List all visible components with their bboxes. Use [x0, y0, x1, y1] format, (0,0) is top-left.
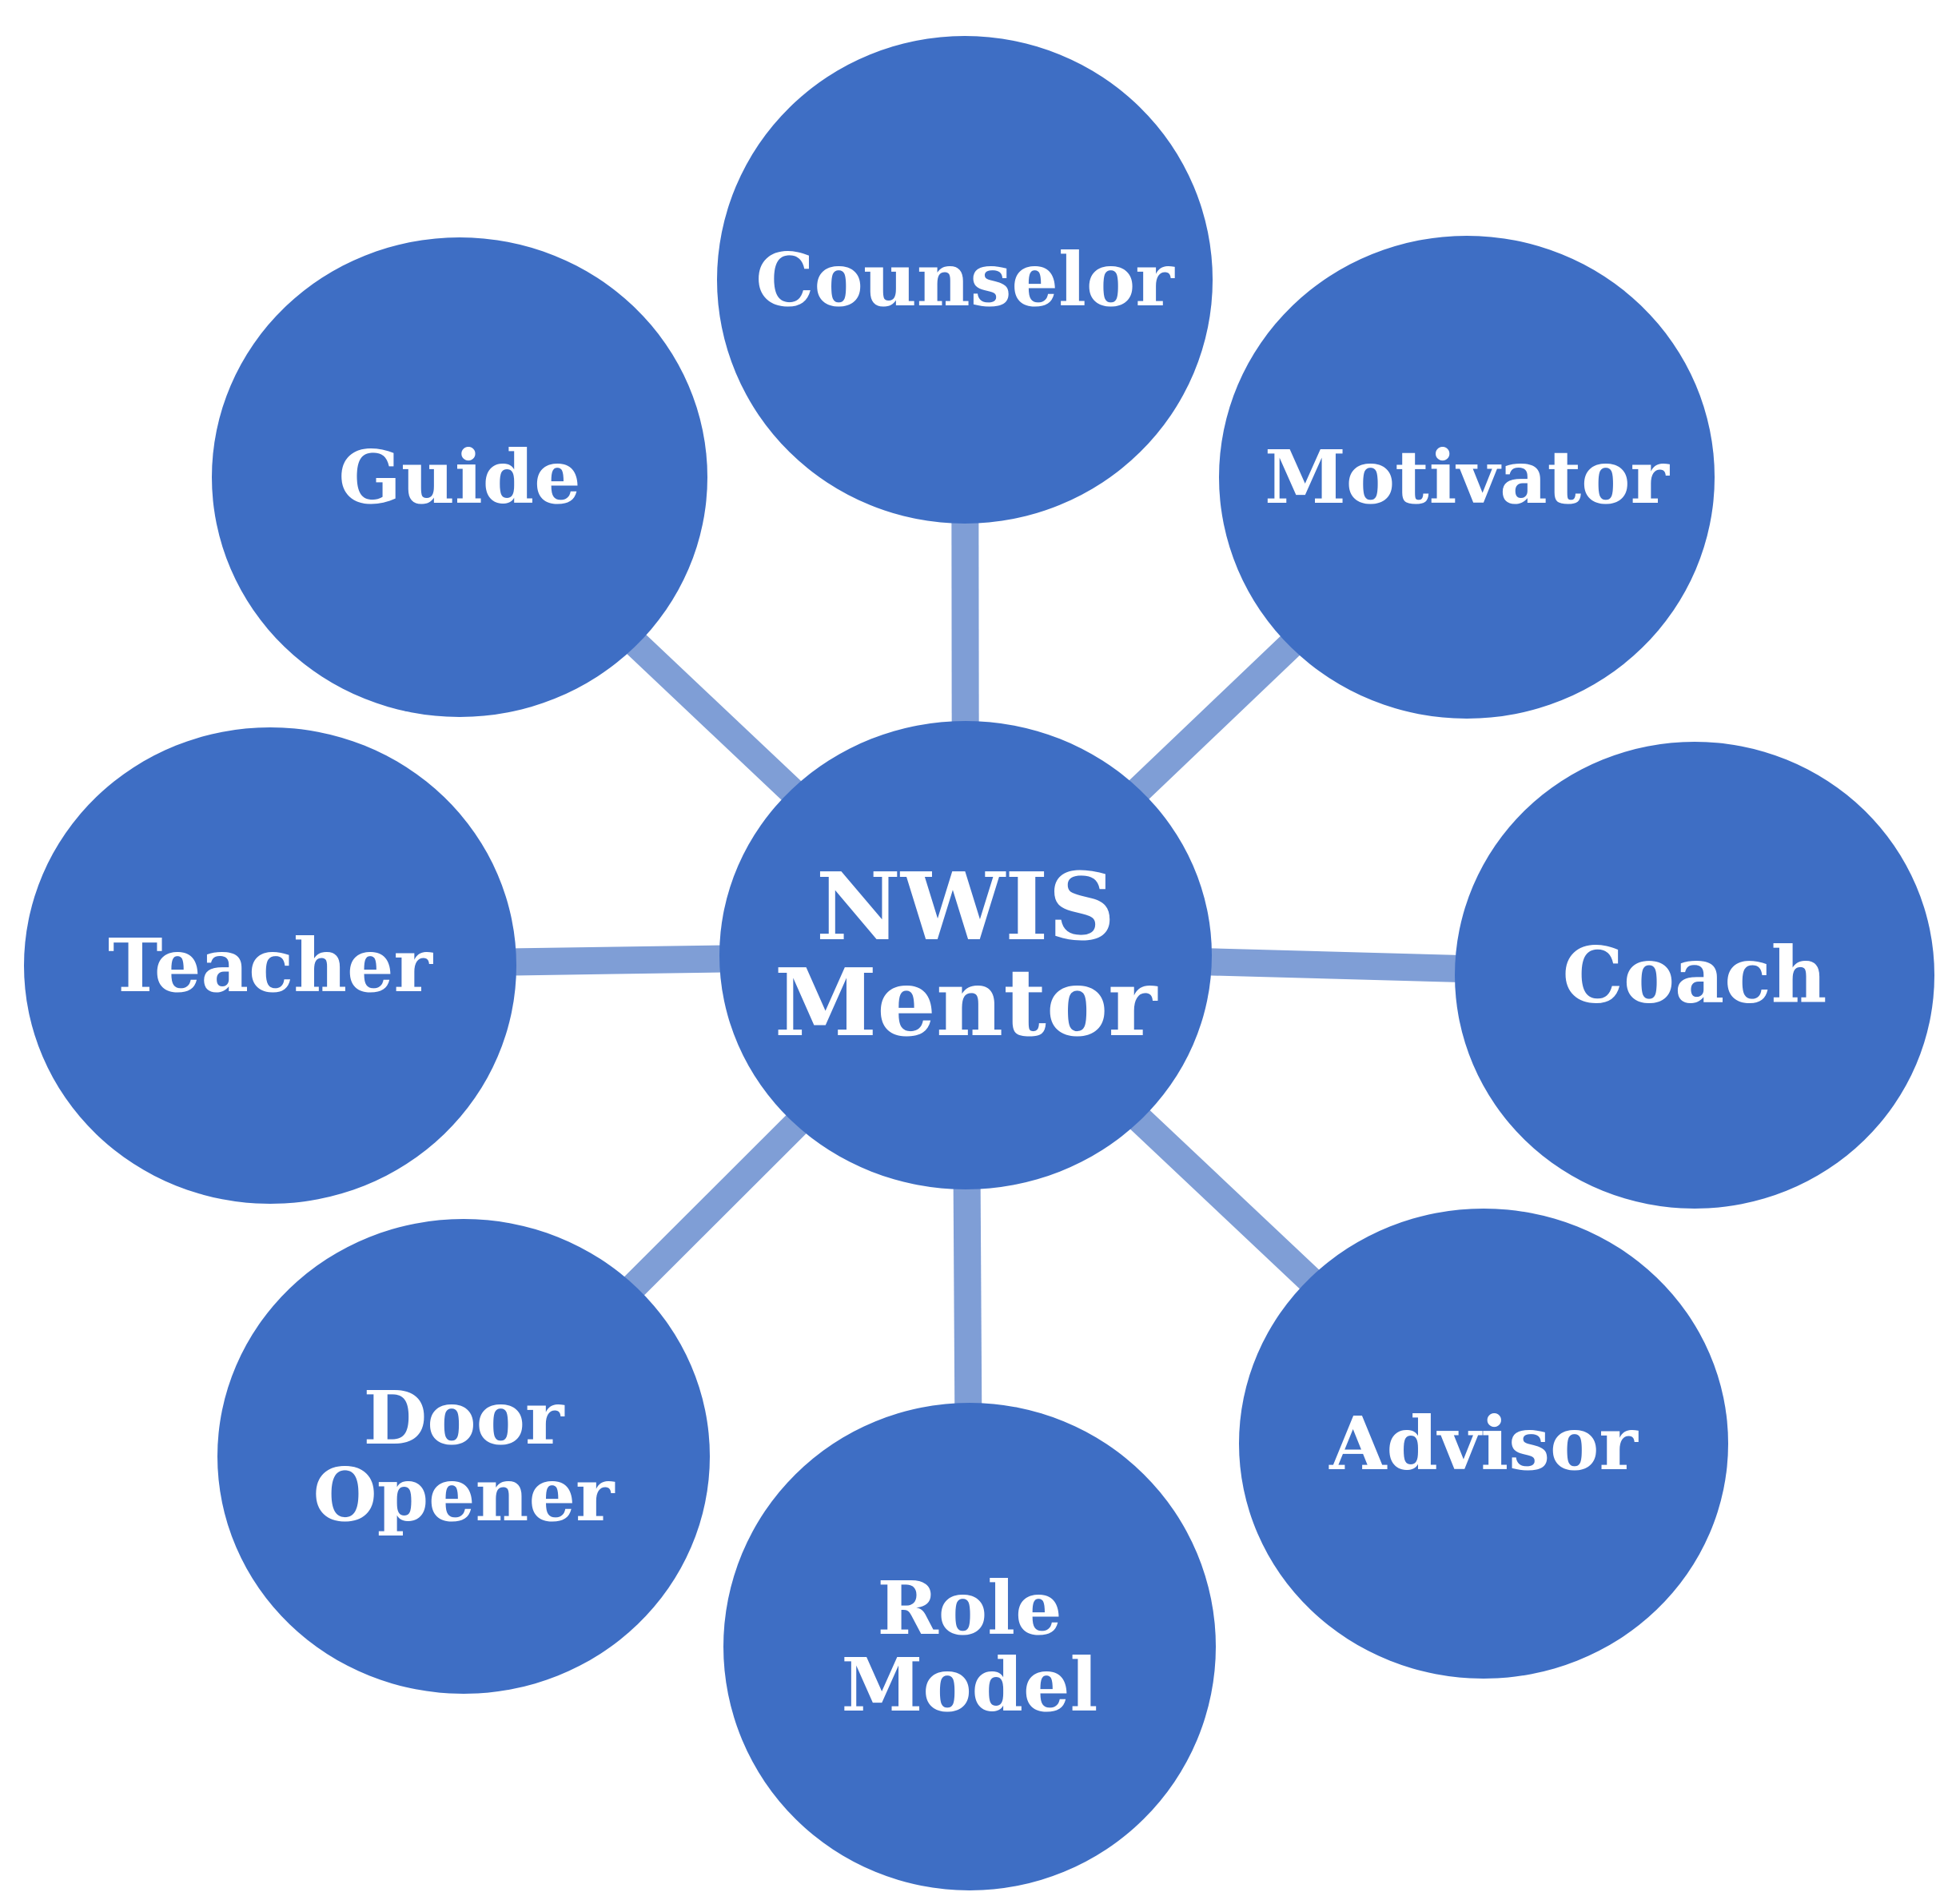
- node-coach-circle: [1455, 742, 1934, 1209]
- node-teacher-circle: [24, 727, 516, 1204]
- node-motivator-label: Motivator: [1265, 434, 1671, 520]
- node-coach: Coach: [1455, 742, 1934, 1209]
- node-role-model-label-line-2: Model: [841, 1642, 1098, 1728]
- outer-nodes: CounselorMotivatorCoachAdvisorRoleModelD…: [24, 36, 1934, 1890]
- node-role-model-circle: [723, 1403, 1216, 1890]
- node-advisor-label: Advisor: [1329, 1400, 1639, 1487]
- node-advisor-circle: [1239, 1209, 1728, 1679]
- node-counselor-circle: [717, 36, 1213, 524]
- node-teacher: Teacher: [24, 727, 516, 1204]
- node-door-opener-label-line-2: Opener: [313, 1452, 615, 1538]
- node-guide-circle: [212, 237, 707, 717]
- node-advisor: Advisor: [1239, 1209, 1728, 1679]
- node-teacher-label: Teacher: [108, 922, 433, 1009]
- center-node-label-line-2: Mentor: [775, 949, 1158, 1058]
- node-role-model-label-line-1: Role: [877, 1565, 1062, 1651]
- center-node-circle: [719, 721, 1212, 1189]
- node-counselor-label: Counselor: [755, 237, 1175, 323]
- node-door-opener-label-line-1: Door: [364, 1375, 566, 1461]
- node-door-opener-circle: [217, 1219, 710, 1694]
- node-coach-label: Coach: [1563, 930, 1827, 1021]
- node-guide-label: Guide: [338, 434, 580, 520]
- node-guide: Guide: [212, 237, 707, 717]
- node-motivator: Motivator: [1219, 236, 1715, 719]
- center-node-label-line-1: NWIS: [816, 853, 1115, 962]
- node-motivator-circle: [1219, 236, 1715, 719]
- node-counselor: Counselor: [717, 36, 1213, 524]
